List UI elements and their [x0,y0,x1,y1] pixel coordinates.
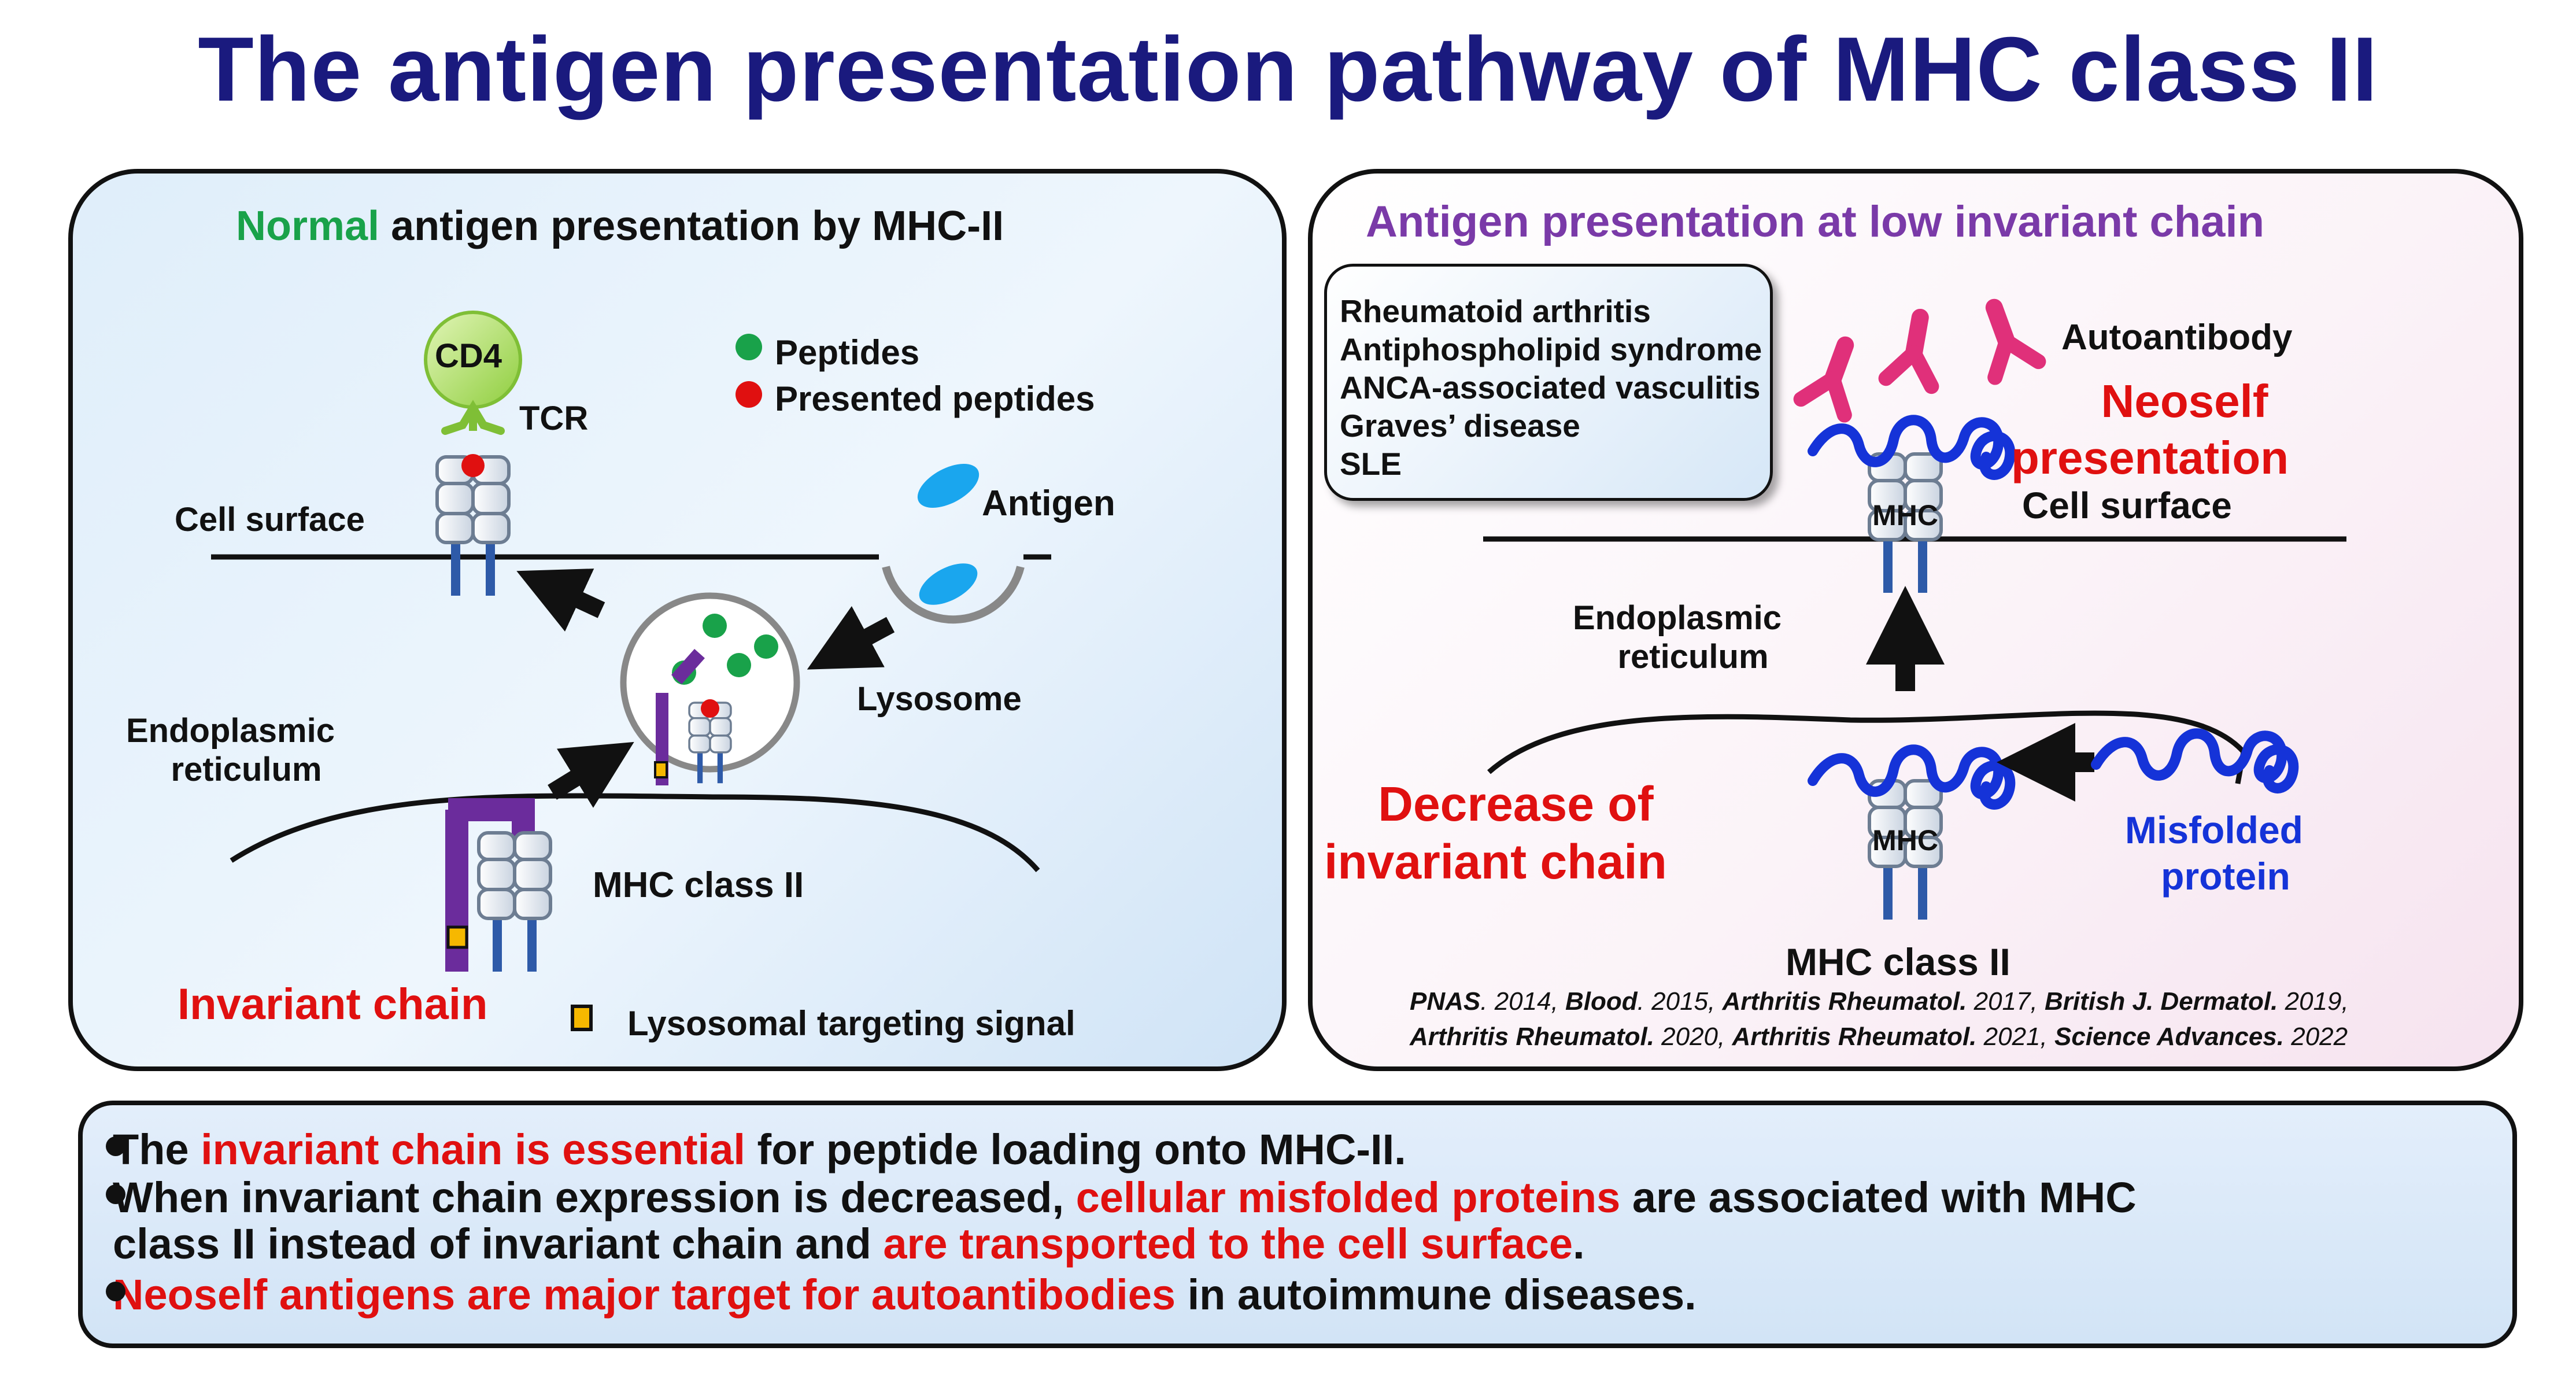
disease-item: Rheumatoid arthritis [1340,293,1651,329]
autoantibody-2 [1886,313,1943,386]
summary-bullet-2: When invariant chain expression is decre… [106,1173,2137,1222]
disease-item: ANCA-associated vasculitis [1340,370,1761,405]
mhc-class-ii-label: MHC class II [593,865,804,905]
autoantibody-1 [1801,337,1867,415]
bullet-dot [106,1184,125,1204]
page-title: The antigen presentation pathway of MHC … [198,19,2378,120]
endocytosis-vesicle [882,566,1025,624]
mhc-surface-label: MHC [1872,499,1938,532]
antigen-label: Antigen [982,483,1115,523]
right-heading: Antigen presentation at low invariant ch… [1366,197,2264,246]
presented-legend-dot [736,381,762,408]
references-line-2: Arthritis Rheumatol. 2020, Arthritis Rhe… [1410,1023,2348,1051]
cell-surface-label: Cell surface [175,501,365,538]
autoantibody-label: Autoantibody [2061,318,2293,357]
cleaved-invariant-fragment [671,649,705,684]
surface-mhc [437,457,509,596]
bullet-dot [106,1282,125,1301]
tcr-label: TCR [519,400,589,437]
left-heading: Normal antigen presentation by MHC-II [236,203,1004,249]
summary-box [78,1101,2517,1348]
er-mhc [479,833,550,972]
bullet-dot [106,1136,125,1156]
invariant-chain-label: Invariant chain [178,980,488,1029]
summary-bullet-2-cont: class II instead of invariant chain and … [113,1220,1585,1268]
right-cell-surface-label: Cell surface [2022,485,2232,526]
disease-item: Graves’ disease [1340,408,1580,444]
references-line-1: PNAS. 2014, Blood. 2015, Arthritis Rheum… [1410,987,2349,1016]
lysosomal-signal-marker [446,925,468,949]
disease-item: Antiphospholipid syndrome [1340,331,1762,367]
presented-peptide [461,454,485,477]
disease-list: Rheumatoid arthritis Antiphospholipid sy… [1324,264,1773,501]
peptide-legend-dot [736,334,762,360]
signal-legend-square [571,1005,593,1031]
lysosome-label: Lysosome [857,680,1022,718]
right-mhc-class-ii-label: MHC class II [1786,940,2010,983]
right-er-membrane [1487,710,2246,784]
summary-bullet-1: The invariant chain is essential for pep… [106,1125,1406,1174]
antigen-shape [917,464,980,508]
legend-presented-peptides: Presented peptides [775,379,1095,418]
legend-peptides: Peptides [775,333,920,372]
summary-bullet-3: Neoself antigens are major target for au… [106,1270,1697,1319]
arrow-antigen-in [807,606,895,670]
arrow-to-lysosome [548,741,634,808]
free-misfolded-protein [2096,733,2293,788]
lysosomal-signal-label: Lysosomal targeting signal [627,1004,1076,1043]
mhc-er-label: MHC [1872,824,1938,857]
antigen-internal [919,563,978,605]
autoantibody-3 [1972,300,2038,377]
arrow-to-surface [516,569,605,632]
cd4-label: CD4 [435,337,502,375]
er-membrane [230,793,1040,872]
disease-item: SLE [1340,446,1402,482]
